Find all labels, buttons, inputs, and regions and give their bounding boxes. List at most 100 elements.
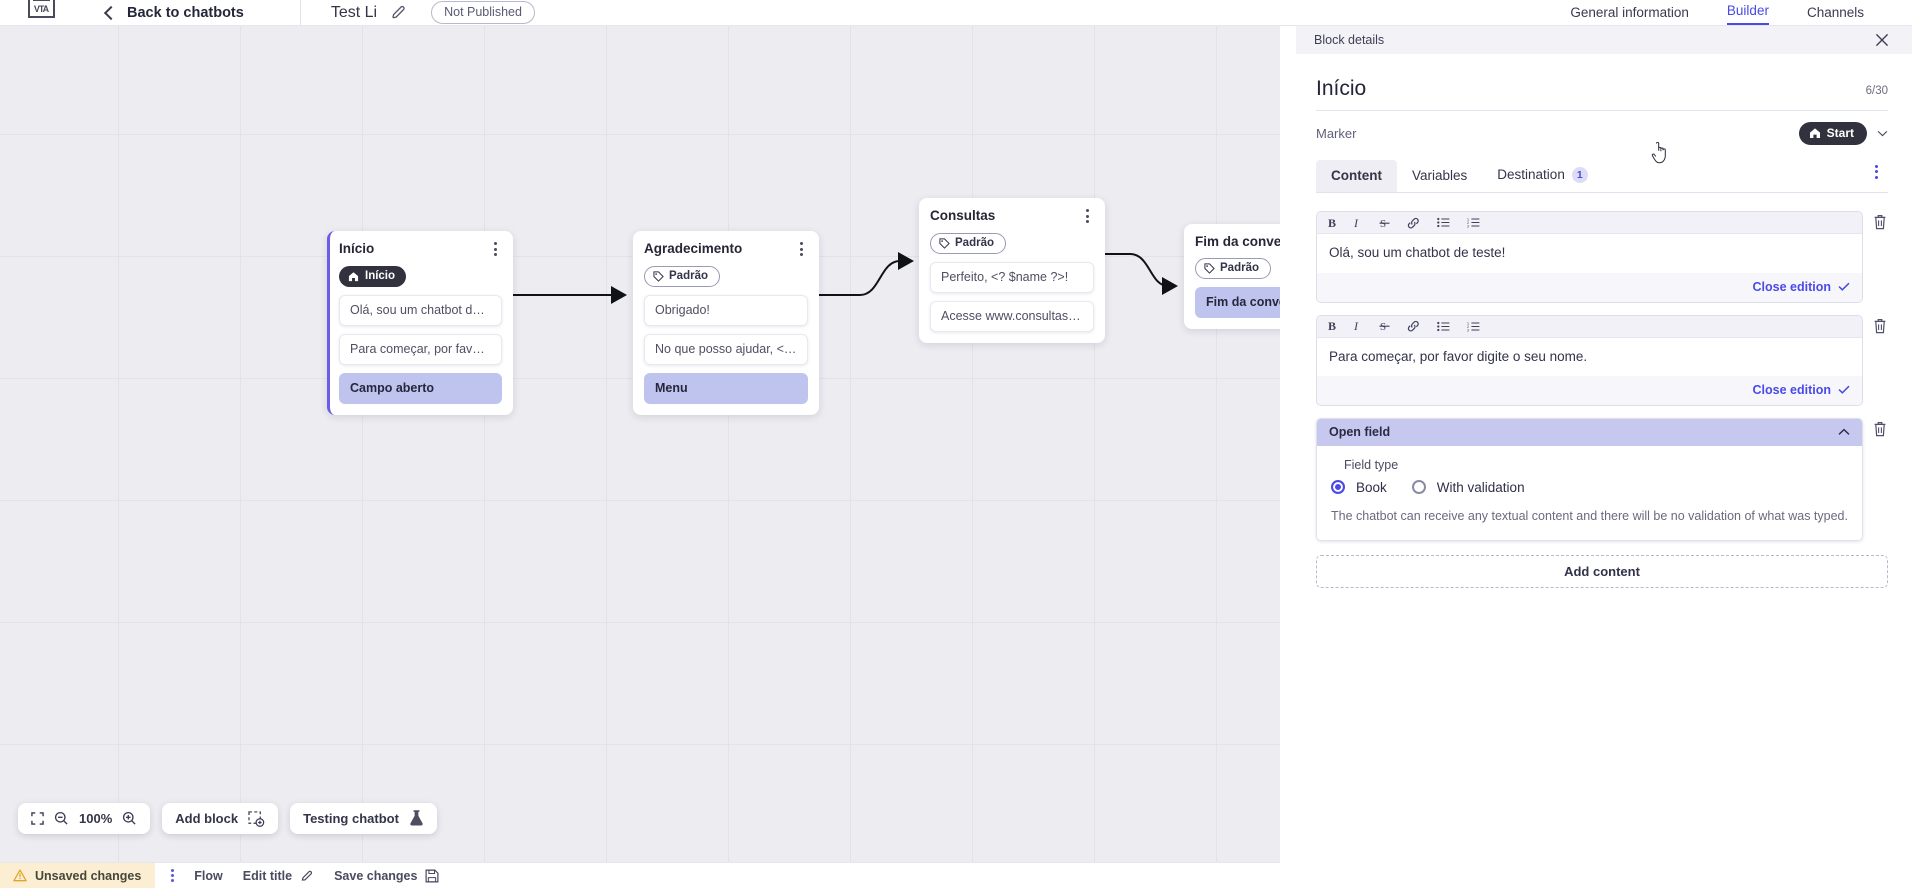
editor-toolbar: B I S 123 — [1317, 315, 1862, 338]
home-icon — [1809, 128, 1820, 138]
node-tag-default: Padrão — [1195, 258, 1271, 279]
close-icon[interactable] — [1874, 32, 1890, 48]
chatbot-title: Test Li — [330, 3, 378, 21]
tag-icon — [653, 270, 664, 282]
testing-chatbot-button[interactable]: Testing chatbot — [290, 803, 437, 834]
svg-text:I: I — [1354, 217, 1359, 229]
testing-chatbot-label: Testing chatbot — [303, 811, 399, 826]
node-header: Início — [339, 241, 502, 257]
svg-text:B: B — [1328, 217, 1336, 229]
radio-with-validation-label[interactable]: With validation — [1436, 479, 1525, 495]
radio-book[interactable] — [1331, 480, 1345, 495]
node-menu-icon[interactable] — [1080, 208, 1094, 224]
open-field-header[interactable]: Open field — [1317, 418, 1862, 446]
node-menu-icon[interactable] — [794, 241, 808, 257]
panel-more-icon[interactable] — [1865, 164, 1888, 187]
zoom-in-icon[interactable] — [122, 811, 137, 826]
node-tag-default: Padrão — [930, 233, 1006, 254]
flow-node-agradecimento[interactable]: Agradecimento Padrão Obrigado! No que po… — [633, 231, 819, 415]
strikethrough-icon[interactable]: S — [1379, 320, 1390, 332]
marker-value: Start — [1826, 126, 1854, 140]
editor-text[interactable]: Olá, sou um chatbot de teste! — [1317, 234, 1862, 273]
tab-variables[interactable]: Variables — [1412, 167, 1468, 183]
add-content-button[interactable]: Add content — [1316, 555, 1888, 589]
tab-general-information[interactable]: General information — [1570, 5, 1689, 20]
chevron-down-icon[interactable] — [1877, 130, 1888, 137]
close-edition-button[interactable]: Close edition — [1317, 376, 1862, 405]
italic-icon[interactable]: I — [1354, 217, 1362, 229]
save-changes-button[interactable]: Save changes — [334, 869, 439, 883]
tag-icon — [939, 237, 950, 249]
node-message[interactable]: Campo aberto — [339, 373, 502, 404]
delete-open-field-icon[interactable] — [1872, 420, 1888, 438]
rich-text-editor[interactable]: B I S 123 Para começar, por favor digite… — [1316, 314, 1863, 406]
bullet-list-icon[interactable] — [1437, 217, 1450, 228]
node-tag-label: Padrão — [955, 237, 994, 249]
add-block-label: Add block — [175, 811, 239, 826]
app-logo[interactable]: VTA — [26, 0, 56, 26]
link-icon[interactable] — [1407, 320, 1420, 332]
node-tag-label: Início — [365, 270, 396, 282]
fit-screen-icon[interactable] — [31, 812, 44, 825]
node-message[interactable]: Para começar, por favor digite o ... — [339, 334, 502, 365]
tag-icon — [1204, 262, 1215, 274]
tab-channels[interactable]: Channels — [1806, 5, 1864, 20]
page-title: Início — [1316, 77, 1367, 100]
editor-text[interactable]: Para começar, por favor digite o seu nom… — [1317, 337, 1862, 376]
add-block-icon — [248, 810, 265, 827]
flow-button[interactable]: Flow — [194, 869, 222, 883]
status-badge: Not Published — [431, 1, 535, 24]
add-block-button[interactable]: Add block — [162, 803, 279, 834]
node-title: Fim da conversa — [1195, 234, 1302, 249]
flow-node-inicio[interactable]: Início Início Olá, sou um chatbot de tes… — [327, 231, 513, 415]
delete-content-icon[interactable] — [1872, 317, 1888, 335]
radio-with-validation[interactable] — [1411, 480, 1426, 495]
node-message[interactable]: No que posso ajudar, <? $name ... — [644, 334, 808, 365]
flow-node-consultas[interactable]: Consultas Padrão Perfeito, <? $name ?>! … — [919, 198, 1105, 343]
link-icon[interactable] — [1407, 217, 1420, 229]
tab-builder[interactable]: Builder — [1726, 3, 1769, 25]
bullet-list-icon[interactable] — [1437, 321, 1450, 332]
status-more-icon[interactable] — [171, 869, 175, 882]
node-tag-label: Padrão — [669, 270, 708, 282]
flask-icon — [409, 810, 424, 827]
logo-text: VTA — [33, 3, 49, 14]
flow-label: Flow — [194, 868, 223, 883]
node-message[interactable]: Olá, sou um chatbot de teste! — [339, 295, 502, 326]
chevron-up-icon[interactable] — [1838, 428, 1850, 436]
strikethrough-icon[interactable]: S — [1379, 217, 1390, 229]
node-tag-label: Padrão — [1220, 262, 1259, 274]
open-field-title: Open field — [1329, 424, 1391, 439]
field-type-options: Book With validation — [1331, 480, 1848, 495]
close-edition-button[interactable]: Close edition — [1317, 273, 1862, 302]
block-details-panel: Block details Início 6/30 Marker Start — [1296, 26, 1912, 888]
canvas-toolbar: 100% Add block Testing chatbot — [18, 803, 437, 834]
back-chevron-icon[interactable] — [102, 6, 116, 20]
home-icon — [348, 271, 359, 281]
unsaved-changes-indicator: Unsaved changes — [0, 862, 156, 888]
edit-title-button[interactable]: Edit title — [243, 869, 314, 883]
delete-content-icon[interactable] — [1872, 213, 1888, 231]
open-field-body: Field type Book With validation The chat… — [1317, 445, 1862, 541]
bold-icon[interactable]: B — [1328, 217, 1337, 229]
node-message[interactable]: Acesse www.consultas.com par... — [930, 301, 1094, 332]
node-message[interactable]: Menu — [644, 373, 808, 404]
node-title: Consultas — [930, 208, 996, 223]
rich-text-editor[interactable]: B I S 123 Olá, sou um chatbot de teste! … — [1316, 211, 1863, 303]
destination-badge: 1 — [1571, 167, 1588, 184]
bold-icon[interactable]: B — [1328, 320, 1337, 332]
node-message[interactable]: Obrigado! — [644, 295, 808, 326]
radio-book-label[interactable]: Book — [1356, 479, 1387, 495]
node-menu-icon[interactable] — [488, 241, 502, 257]
pencil-icon[interactable] — [390, 4, 407, 21]
node-message[interactable]: Perfeito, <? $name ?>! — [930, 262, 1094, 293]
zoom-out-icon[interactable] — [54, 811, 69, 826]
italic-icon[interactable]: I — [1354, 320, 1362, 332]
back-to-chatbots-link[interactable]: Back to chatbots — [127, 4, 244, 21]
marker-select[interactable]: Start — [1798, 122, 1888, 145]
tab-content[interactable]: Content — [1316, 159, 1397, 192]
svg-text:1: 1 — [1467, 321, 1469, 325]
